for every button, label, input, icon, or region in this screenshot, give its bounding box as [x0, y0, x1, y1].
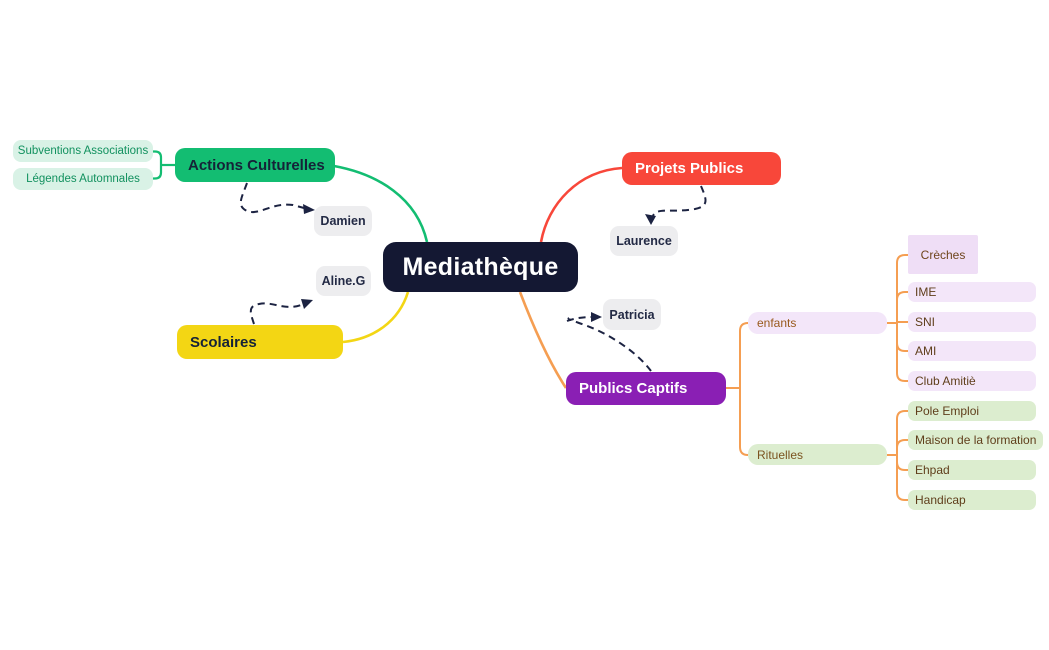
arrow-scolaires-aline [249, 302, 302, 325]
node-rituelles[interactable]: Rituelles [748, 444, 887, 465]
node-root[interactable]: Mediathèque [383, 242, 578, 292]
annotation-arrows [239, 182, 707, 372]
node-subventions-associations[interactable]: Subventions Associations [13, 140, 153, 162]
node-ehpad[interactable]: Ehpad [908, 460, 1036, 480]
annotation-arrowheads [301, 204, 656, 322]
node-maison-formation[interactable]: Maison de la formation [908, 430, 1044, 450]
node-person-laurence[interactable]: Laurence [610, 226, 678, 256]
node-person-aline-g[interactable]: Aline.G [316, 266, 371, 296]
node-pole-emploi[interactable]: Pole Emploi [908, 401, 1036, 421]
node-legendes-automnales[interactable]: Légendes Automnales [13, 168, 153, 190]
node-enfants[interactable]: enfants [748, 312, 887, 334]
branch-line-projets [539, 166, 623, 243]
node-creches[interactable]: Crèches [908, 235, 978, 274]
node-projets-publics[interactable]: Projets Publics [622, 152, 781, 185]
node-club-amitie[interactable]: Club Amitiè [908, 371, 1036, 391]
node-ime[interactable]: IME [908, 282, 1036, 302]
branch-line-actions [333, 164, 429, 243]
node-publics-captifs[interactable]: Publics Captifs [566, 372, 726, 405]
node-handicap[interactable]: Handicap [908, 490, 1036, 510]
captifs-tree-connectors [726, 254, 908, 501]
node-actions-culturelles[interactable]: Actions Culturelles [175, 148, 335, 182]
arrow-captifs-patricia-tail [566, 316, 592, 322]
arrow-projets-laurence [652, 185, 707, 217]
branch-line-captifs [518, 291, 568, 389]
node-person-patricia[interactable]: Patricia [603, 299, 661, 330]
arrow-actions-damien [239, 182, 305, 214]
arrow-captifs-patricia-curve [567, 317, 652, 372]
node-person-damien[interactable]: Damien [314, 206, 372, 236]
node-ami[interactable]: AMI [908, 341, 1036, 361]
node-sni[interactable]: SNI [908, 312, 1036, 332]
branch-line-scolaires [342, 291, 410, 344]
node-scolaires[interactable]: Scolaires [177, 325, 343, 359]
bracket-actions-children [153, 150, 175, 180]
